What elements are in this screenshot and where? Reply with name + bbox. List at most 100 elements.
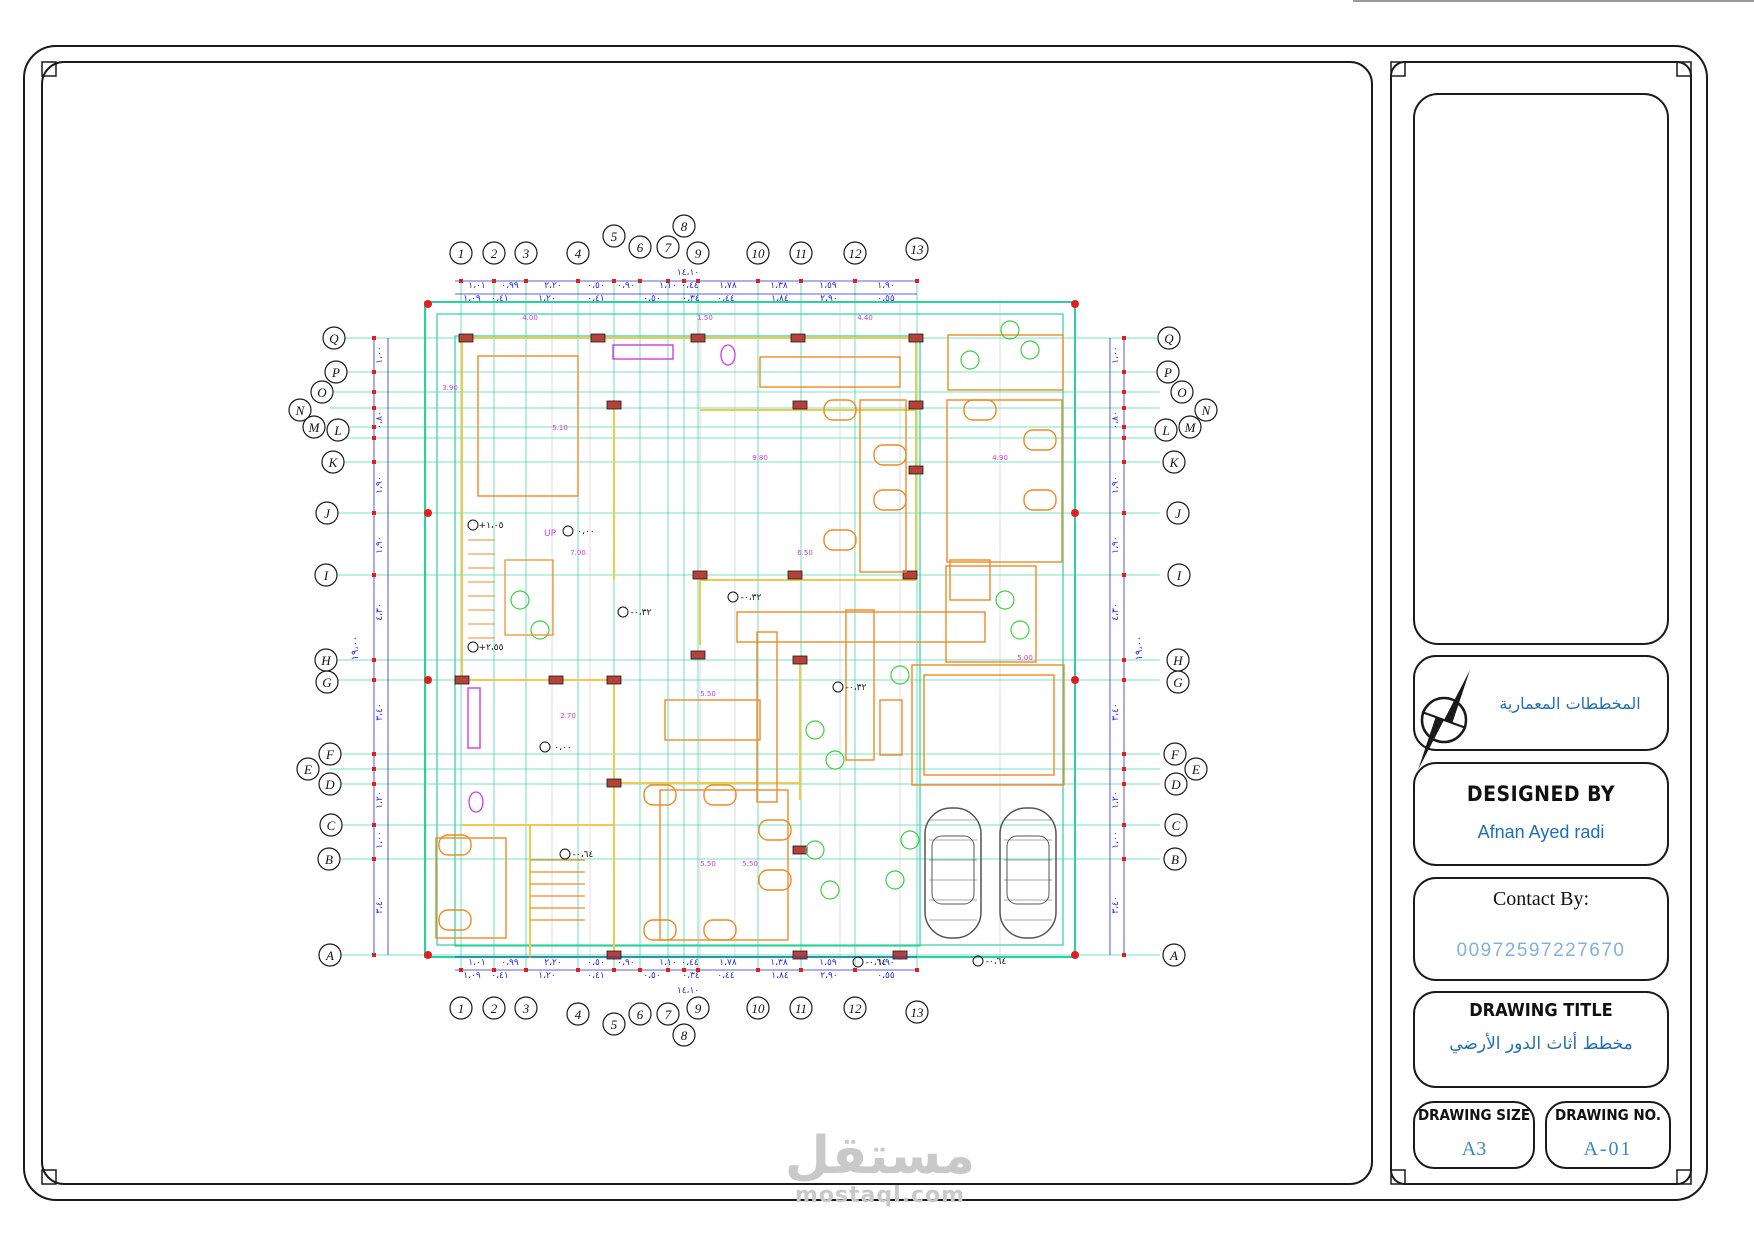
grid-bubble-left-E-circle — [296, 757, 320, 781]
furniture-path — [845, 609, 875, 761]
grid-bubble-bottom-12-circle — [843, 996, 867, 1020]
bot-dim2-6: ٠،٤٤ — [717, 971, 735, 981]
grid-bubble-left-A: A — [325, 948, 334, 963]
dim-tick-bot-11 — [853, 968, 857, 972]
furniture-dining-table — [664, 699, 761, 741]
grid-bubble-right-F: F — [1170, 747, 1180, 762]
column-20 — [792, 950, 808, 960]
grid-bubble-bottom-4: 4 — [575, 1007, 582, 1022]
right-dim-7: ١،٠٠ — [1111, 831, 1121, 848]
grid-bubble-right-A-circle — [1162, 943, 1186, 967]
level-mark-8: -٠،٦٤ — [866, 958, 887, 968]
top-dim2-0: ١،٠٩ — [463, 294, 481, 304]
dim-tick-bot-1 — [492, 968, 496, 972]
level-symbol-3 — [727, 591, 739, 603]
toilet-1 — [720, 344, 736, 366]
grid-bubble-bottom-13-circle — [905, 1000, 929, 1024]
level-symbol-0 — [467, 519, 479, 531]
grid-bubble-bottom-3-circle — [514, 996, 538, 1020]
column-18 — [792, 845, 808, 855]
dim-tick-right-4 — [1122, 425, 1126, 429]
grid-bubble-top-13: 13 — [911, 242, 925, 257]
grid-bubble-top-10-circle — [746, 241, 770, 265]
chair-10 — [703, 919, 737, 941]
grid-bubble-left-C-circle — [319, 813, 343, 837]
dim-tick-left-11 — [372, 752, 376, 756]
room-dim-9: 5.50 — [700, 690, 716, 698]
top-overall-dim: ١٤،١٠ — [677, 268, 699, 278]
house-outline — [454, 335, 921, 947]
grid-bubble-left-F: F — [325, 747, 335, 762]
grid-bubble-bottom-8-circle — [672, 1023, 696, 1047]
furniture-pool-outer — [911, 664, 1065, 786]
column-1 — [590, 333, 606, 343]
column-4 — [908, 333, 924, 343]
room-dim-0: 4.00 — [522, 314, 538, 322]
grid-bubble-bottom-2-circle — [482, 996, 506, 1020]
top-dim2-2: ١،٢٠ — [538, 294, 555, 304]
plant-11 — [1010, 620, 1030, 640]
grid-bubble-left-F-circle — [318, 742, 342, 766]
plant-1 — [960, 350, 980, 370]
wc-counter — [467, 687, 481, 749]
dim-tick-bot-7 — [682, 968, 686, 972]
dim-tick-left-3 — [372, 406, 376, 410]
bot-dim2-9: ٠،٥٥ — [877, 971, 895, 981]
left-overall-dim: ١٩،٠٠ — [350, 636, 361, 661]
dim-tick-left-8 — [372, 573, 376, 577]
grid-bubble-top-11: 11 — [795, 246, 807, 261]
grid-bubble-right-G-circle — [1166, 670, 1190, 694]
column-21 — [892, 950, 908, 960]
stair-up-label: UP — [544, 529, 557, 539]
chair-1 — [823, 529, 857, 551]
car-body — [924, 807, 982, 939]
dim-tick-bot-0 — [459, 968, 463, 972]
top-dim-7: ١،٧٨ — [719, 281, 737, 291]
room-dim-4: 3.90 — [442, 384, 458, 392]
dim-tick-right-13 — [1122, 782, 1126, 786]
top-dim2-5: ٠،٣٤ — [682, 294, 700, 304]
grid-bubble-right-F-circle — [1163, 742, 1187, 766]
grid-node-6 — [424, 951, 432, 959]
grid-bubble-left-L-circle — [326, 418, 350, 442]
outline-inner — [436, 313, 1064, 946]
column-17 — [606, 778, 622, 788]
dim-tick-top-7 — [682, 279, 686, 283]
dim-tick-right-8 — [1122, 573, 1126, 577]
grid-bubble-left-E: E — [303, 762, 312, 777]
top-dim-3: ٠،٥٠ — [587, 281, 604, 291]
grid-bubble-top-3-circle — [514, 241, 538, 265]
bot-dim2-8: ٢،٩٠ — [820, 971, 837, 981]
plant-0 — [1000, 320, 1020, 340]
right-dim-4: ٤،٣٠ — [1111, 603, 1121, 620]
north-arrow-icon — [1418, 670, 1470, 770]
grid-bubble-right-P: P — [1163, 365, 1172, 380]
logo-box — [1413, 93, 1669, 645]
car-1 — [924, 807, 982, 939]
furniture-bench — [879, 699, 903, 756]
level-mark-1: +٢،٥٥ — [479, 643, 504, 653]
grid-bubble-left-H: H — [320, 653, 331, 668]
grid-bubble-right-P-circle — [1156, 360, 1180, 384]
level-mark-0: +١،٠٥ — [479, 521, 504, 531]
grid-bubble-right-Q-circle — [1157, 326, 1181, 350]
bot-dim2-3: ٠،٤١ — [587, 971, 604, 981]
grid-bubble-bottom-3: 3 — [522, 1001, 530, 1016]
grid-bubble-top-5: 5 — [611, 229, 618, 244]
drawing-size-value: A3 — [1461, 1138, 1487, 1160]
grid-bubble-bottom-8: 8 — [681, 1028, 688, 1043]
grid-bubble-top-10: 10 — [752, 246, 766, 261]
dim-tick-left-2 — [372, 390, 376, 394]
plant-10 — [995, 590, 1015, 610]
right-dim-0: ١،٠٠ — [1111, 346, 1121, 363]
dim-tick-left-14 — [372, 823, 376, 827]
dim-tick-right-3 — [1122, 406, 1126, 410]
dim-tick-right-9 — [1122, 658, 1126, 662]
grid-bubble-top-2: 2 — [491, 246, 498, 261]
company-box — [1413, 655, 1669, 751]
grid-bubble-top-11-circle — [789, 241, 813, 265]
column-7 — [908, 400, 924, 410]
dim-tick-top-2 — [524, 279, 528, 283]
